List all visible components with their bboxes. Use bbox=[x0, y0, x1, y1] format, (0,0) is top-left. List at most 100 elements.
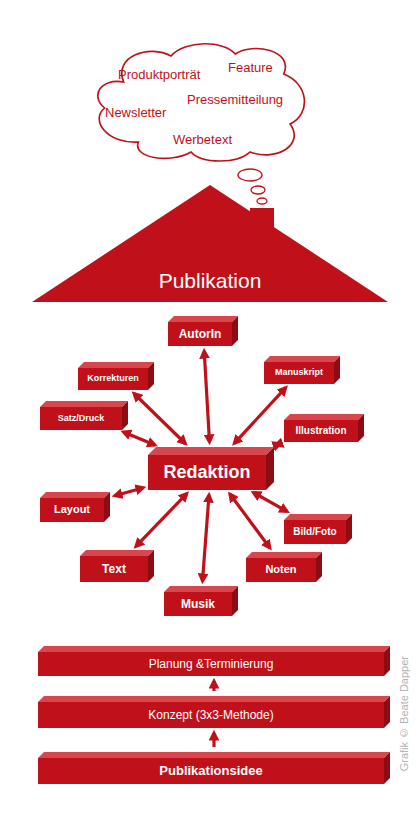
box-front bbox=[80, 556, 148, 582]
box-front bbox=[246, 558, 316, 582]
cloud-text: Newsletter bbox=[105, 106, 166, 120]
process-box: Satz/Druck bbox=[40, 401, 128, 430]
box-front bbox=[78, 368, 148, 390]
process-box: Bild/Foto bbox=[284, 514, 352, 544]
box-front bbox=[168, 322, 232, 346]
box-front bbox=[284, 520, 346, 544]
connector-line bbox=[134, 394, 185, 444]
process-box: Manuskript bbox=[264, 356, 340, 384]
connector bbox=[203, 495, 210, 581]
process-box: Text bbox=[80, 550, 154, 582]
cloud-text: Produktporträt bbox=[118, 68, 200, 82]
connector bbox=[253, 493, 287, 512]
connector bbox=[276, 444, 281, 446]
box-side bbox=[316, 552, 322, 582]
process-box: Illustration bbox=[284, 414, 364, 442]
cloud-text: Pressemitteilung bbox=[187, 93, 283, 107]
cloud-text: Feature bbox=[228, 61, 273, 75]
connector bbox=[123, 432, 154, 445]
box-top bbox=[168, 316, 238, 322]
connector-line bbox=[212, 733, 215, 747]
thought-bubble bbox=[238, 169, 262, 181]
process-box: AutorIn bbox=[168, 316, 238, 346]
box-side bbox=[384, 752, 390, 784]
roof-node: Publikation bbox=[32, 185, 388, 303]
box-label: Bild/Foto bbox=[284, 520, 346, 544]
box-front bbox=[284, 420, 358, 442]
box-label: Illustration bbox=[284, 420, 358, 442]
box-label: AutorIn bbox=[168, 322, 232, 346]
process-box: Planung &Terminierung bbox=[38, 646, 390, 676]
box-side bbox=[384, 646, 390, 676]
cloud-text: Werbetext bbox=[173, 133, 232, 147]
process-box: Layout bbox=[40, 492, 110, 522]
connector bbox=[214, 733, 215, 747]
box-top bbox=[284, 414, 364, 420]
box-side bbox=[346, 514, 352, 544]
box-top bbox=[164, 586, 238, 592]
connector-line bbox=[203, 495, 210, 581]
connector-line bbox=[276, 444, 281, 446]
connector bbox=[134, 394, 185, 444]
box-label: Noten bbox=[246, 558, 316, 582]
thought-bubble bbox=[257, 198, 267, 204]
box-side bbox=[232, 316, 238, 346]
box-side bbox=[104, 492, 110, 522]
box-label: Planung &Terminierung bbox=[38, 652, 384, 676]
connector-line bbox=[253, 493, 287, 512]
box-top bbox=[78, 362, 154, 368]
process-box: Korrekturen bbox=[78, 362, 154, 390]
box-front bbox=[264, 362, 334, 384]
box-front bbox=[164, 592, 232, 616]
box-side bbox=[334, 356, 340, 384]
box-side bbox=[384, 696, 390, 728]
connector bbox=[214, 681, 215, 691]
box-top bbox=[40, 401, 128, 407]
connector-line bbox=[212, 681, 215, 691]
box-front bbox=[38, 758, 384, 784]
box-top bbox=[38, 752, 390, 758]
box-side bbox=[148, 550, 154, 582]
box-side bbox=[148, 362, 154, 390]
box-front bbox=[40, 407, 122, 430]
watermark: Grafik © Beate Dapper bbox=[398, 656, 410, 771]
connector-line bbox=[230, 494, 270, 548]
connector bbox=[136, 494, 187, 547]
thought-bubble bbox=[251, 186, 265, 194]
box-side bbox=[266, 447, 274, 490]
box-front bbox=[148, 455, 266, 490]
box-top bbox=[264, 356, 340, 362]
process-box: Konzept (3x3-Methode) bbox=[38, 696, 390, 728]
box-front bbox=[40, 498, 104, 522]
box-label: Publikationsidee bbox=[38, 758, 384, 784]
roof-label: Publikation bbox=[32, 269, 388, 293]
connector-line bbox=[204, 351, 209, 442]
box-label: Musik bbox=[164, 592, 232, 616]
box-label: Satz/Druck bbox=[40, 407, 122, 430]
process-box: Musik bbox=[164, 586, 238, 616]
connector bbox=[230, 494, 270, 548]
cloud-node: Produktporträt FeaturePressemitteilungNew… bbox=[92, 42, 308, 162]
connector-line bbox=[123, 432, 154, 445]
connector bbox=[204, 351, 209, 442]
box-front bbox=[38, 652, 384, 676]
box-label: Manuskript bbox=[264, 362, 334, 384]
box-top bbox=[38, 646, 390, 652]
box-top bbox=[40, 492, 110, 498]
process-box: Redaktion bbox=[148, 447, 274, 490]
roof-shape bbox=[32, 185, 388, 302]
box-label: Korrekturen bbox=[78, 368, 148, 390]
connector-line bbox=[115, 488, 143, 496]
connector-line bbox=[136, 494, 187, 547]
connector bbox=[115, 488, 143, 496]
box-top bbox=[246, 552, 322, 558]
box-top bbox=[80, 550, 154, 556]
box-side bbox=[232, 586, 238, 616]
box-label: Text bbox=[80, 556, 148, 582]
box-front bbox=[38, 702, 384, 728]
box-top bbox=[148, 447, 274, 455]
box-label: Redaktion bbox=[148, 455, 266, 490]
box-side bbox=[358, 414, 364, 442]
connector-line bbox=[234, 388, 285, 444]
